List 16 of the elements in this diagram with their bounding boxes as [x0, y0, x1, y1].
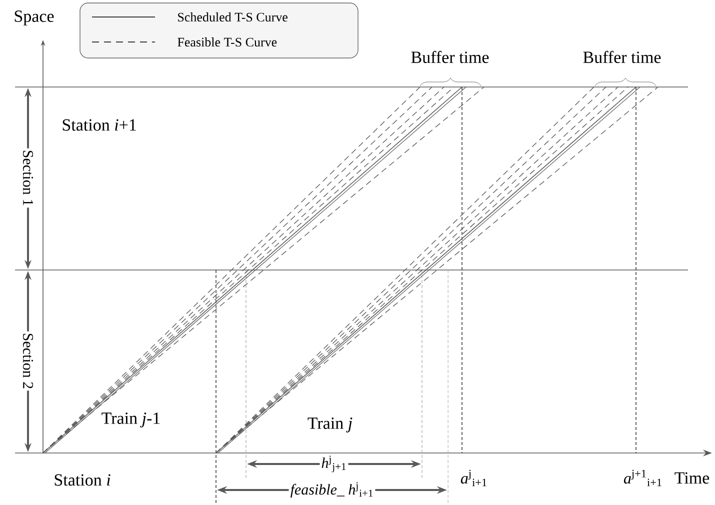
legend-text: Scheduled T-S Curve — [178, 12, 288, 22]
axis-label: Time — [674, 472, 710, 484]
section-label: Section 2 — [21, 331, 35, 391]
station-label: Station i+1 — [62, 119, 136, 131]
train-label: Trainj — [308, 418, 352, 432]
train-label: Trainj-1 — [102, 412, 160, 428]
station-label: Station i — [54, 474, 110, 486]
legend-text: Feasible T-S Curve — [178, 37, 277, 47]
time-label: a$^{j+1}$i+1 — [624, 470, 662, 486]
brace-label: Buffer time — [583, 50, 661, 64]
dimension-label: h$^{j}$j+1 — [320, 454, 348, 474]
dimension-label: feasible_ h$^{j}$i+1 — [288, 480, 376, 500]
axis-label: Space — [14, 10, 54, 26]
section-label: Section 1 — [21, 148, 35, 208]
time-label: a$^{j}$i+1 — [460, 470, 486, 486]
brace-label: Buffer time — [411, 50, 489, 64]
